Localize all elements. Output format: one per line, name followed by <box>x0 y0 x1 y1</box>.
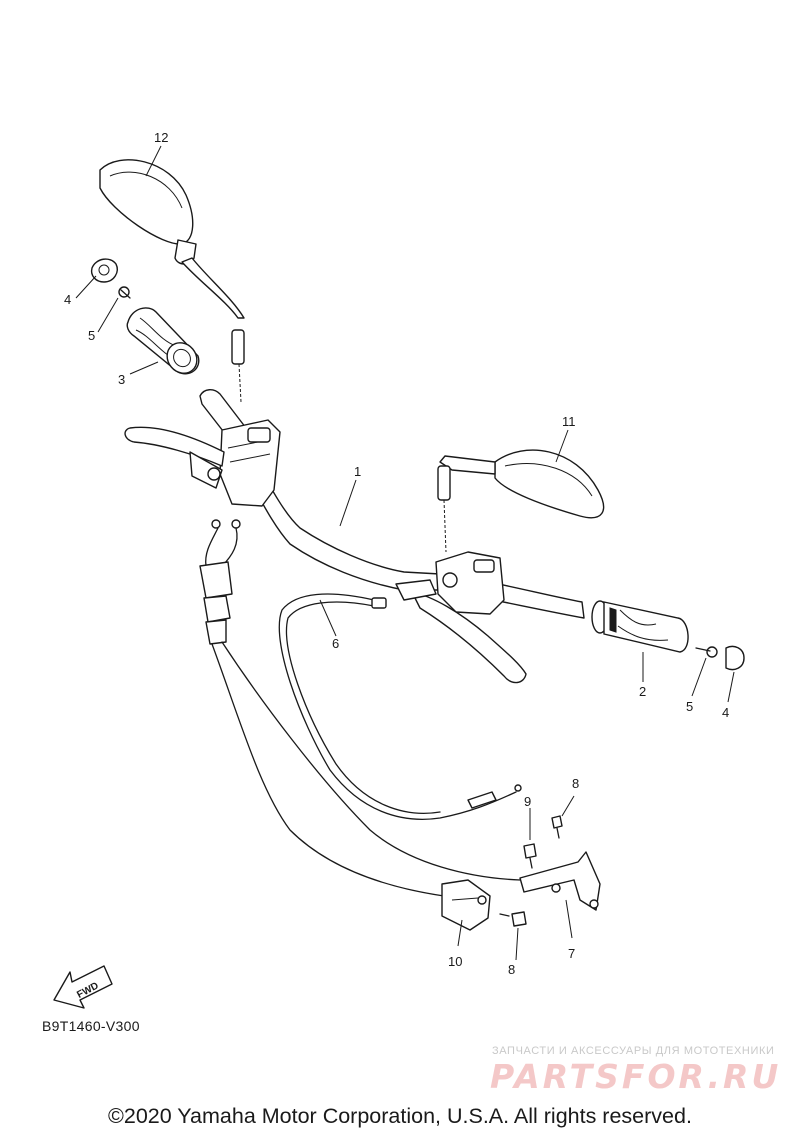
callout-8-upper: 8 <box>572 776 579 791</box>
left-grip <box>126 307 200 375</box>
cable-bracket-9 <box>441 879 491 931</box>
watermark-logo: PARTSFOR.RU <box>490 1057 782 1096</box>
callout-12: 12 <box>154 130 168 145</box>
left-mirror <box>99 159 245 403</box>
callout-5-left: 5 <box>88 328 95 343</box>
callout-4-right: 4 <box>722 705 729 720</box>
right-lever-assembly <box>395 551 527 684</box>
leader-lines <box>75 145 735 961</box>
callout-10: 8 <box>508 962 515 977</box>
bolts <box>499 815 563 927</box>
clutch-cable <box>278 593 522 820</box>
callout-6: 6 <box>332 636 339 651</box>
callout-5-right: 5 <box>686 699 693 714</box>
diagram-code: B9T1460-V300 <box>42 1018 140 1034</box>
copyright-notice: ©2020 Yamaha Motor Corporation, U.S.A. A… <box>108 1104 692 1128</box>
callout-9: 10 <box>448 954 462 969</box>
callout-7: 7 <box>568 946 575 961</box>
callout-1: 1 <box>354 464 361 479</box>
cable-bracket-7 <box>519 851 601 911</box>
right-grip <box>591 600 745 671</box>
callout-11: 11 <box>562 414 576 429</box>
callout-8-lower: 9 <box>524 794 531 809</box>
right-mirror <box>437 449 605 553</box>
callout-3: 3 <box>118 372 125 387</box>
callout-4-left: 4 <box>64 292 71 307</box>
left-bar-end <box>90 258 131 299</box>
callout-2: 2 <box>639 684 646 699</box>
throttle-cables <box>199 519 521 897</box>
fwd-arrow-icon: FWD <box>53 965 113 1009</box>
left-lever-assembly <box>124 419 281 507</box>
watermark-caption: ЗАПЧАСТИ И АКСЕССУАРЫ ДЛЯ МОТОТЕХНИКИ <box>492 1045 775 1057</box>
callout-labels: 12 4 5 3 1 11 6 2 5 4 8 9 7 10 8 <box>64 130 729 977</box>
